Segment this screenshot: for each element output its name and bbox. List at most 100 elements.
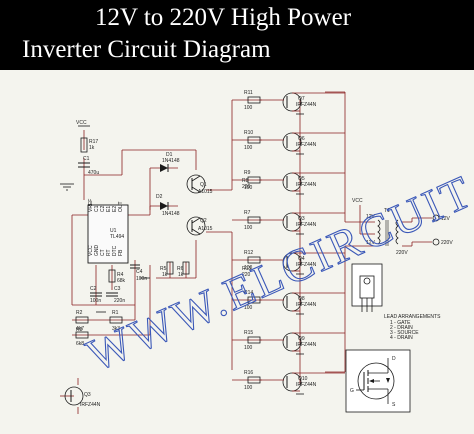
capacitor-c4: C4 100n — [130, 264, 147, 282]
ic-pin-label: VCC — [88, 245, 94, 256]
svg-text:1N4148: 1N4148 — [162, 158, 180, 164]
ic-pin-label: C2 — [100, 205, 106, 212]
svg-text:220V: 220V — [396, 250, 408, 256]
svg-text:3k3: 3k3 — [112, 326, 120, 332]
mosfet-label: Q8 — [298, 296, 305, 302]
svg-text:1k: 1k — [178, 272, 184, 278]
terminal-12v: 12V — [432, 214, 451, 222]
mosfet-part: IRFZ44N — [296, 342, 317, 348]
gate-resistor-label: R10 — [244, 130, 253, 136]
diode-d1: D1 1N4148 — [160, 152, 180, 172]
svg-text:1k: 1k — [162, 272, 168, 278]
gate-resistor-label: R14 — [244, 290, 253, 296]
svg-text:D1: D1 — [166, 152, 173, 158]
svg-text:220V: 220V — [441, 240, 453, 246]
transformer-t1: T1 12V 12V 220V — [366, 208, 408, 256]
mosfet-part: IRFZ44N — [296, 102, 317, 108]
ic-pin-label: VREF — [88, 199, 94, 212]
resistor-r8: R8 220 — [242, 178, 251, 190]
mosfet-q3-bottom: Q3 IRFZ44N — [64, 386, 101, 408]
transistor-q2: Q2 A1015 — [186, 216, 213, 236]
svg-text:TL494: TL494 — [110, 234, 124, 240]
ic-pin-label: DTC — [112, 245, 118, 256]
svg-text:68k: 68k — [117, 278, 126, 284]
gate-resistor-value: 100 — [244, 105, 253, 111]
title-line-2: Inverter Circuit Diagram — [22, 36, 271, 63]
svg-text:R6: R6 — [177, 266, 184, 272]
resistor-r2: R2 4k7 — [75, 310, 89, 332]
capacitor-c3: C3 220n — [106, 286, 125, 304]
mosfet-bank: R11100Q7IRFZ44NR10100Q6IRFZ44NR9100Q5IRF… — [232, 90, 345, 395]
gate-resistor-value: 100 — [244, 265, 253, 271]
mosfet-label: Q3 — [298, 216, 305, 222]
svg-text:100n: 100n — [90, 298, 101, 304]
svg-text:1 - GATE: 1 - GATE — [390, 320, 411, 326]
svg-text:A1015: A1015 — [198, 226, 213, 232]
mosfet-label: Q9 — [298, 336, 305, 342]
gate-resistor-value: 100 — [244, 145, 253, 151]
svg-text:T1: T1 — [384, 208, 390, 214]
resistor-r4: R4 68k — [108, 269, 126, 284]
gate-resistor-value: 100 — [244, 345, 253, 351]
svg-text:IRFZ44N: IRFZ44N — [80, 402, 101, 408]
capacitor-c2: C2 100n — [90, 286, 102, 304]
svg-text:R13: R13 — [242, 266, 251, 272]
svg-text:U1: U1 — [110, 228, 117, 234]
svg-text:4 - DRAIN: 4 - DRAIN — [390, 335, 413, 341]
ic-pin-label: E1 — [106, 206, 112, 212]
svg-text:3 - SOURCE: 3 - SOURCE — [390, 330, 419, 336]
svg-text:D2: D2 — [156, 194, 163, 200]
diode-d2: D2 1N4148 — [156, 194, 180, 217]
resistor-r3: R3 6k8 — [75, 327, 89, 347]
svg-text:A1015: A1015 — [198, 189, 213, 195]
gate-resistor-value: 100 — [244, 225, 253, 231]
svg-text:D: D — [392, 356, 396, 362]
mosfet-label: Q4 — [298, 256, 305, 262]
svg-text:12V: 12V — [366, 214, 376, 220]
vcc-input: VCC — [76, 120, 90, 127]
mosfet-part: IRFZ44N — [296, 262, 317, 268]
svg-text:R8: R8 — [242, 178, 249, 184]
mosfet-part: IRFZ44N — [296, 142, 317, 148]
gate-resistor-label: R16 — [244, 370, 253, 376]
ic-pin-label: OUT — [118, 201, 124, 212]
svg-text:12V: 12V — [441, 216, 451, 222]
svg-text:220: 220 — [242, 184, 251, 190]
lead-arrangement-legend: LEAD ARRANGEMENTS 1 - GATE 2 - DRAIN 3 -… — [384, 314, 441, 341]
wire-group — [60, 91, 432, 414]
svg-text:470u: 470u — [88, 170, 99, 176]
svg-text:Q1: Q1 — [200, 182, 207, 188]
svg-text:100n: 100n — [136, 276, 147, 282]
mosfet-part: IRFZ44N — [296, 222, 317, 228]
svg-text:1N4148: 1N4148 — [162, 211, 180, 217]
svg-text:VCC: VCC — [352, 198, 363, 204]
ground-symbols — [60, 183, 150, 313]
vcc-transformer: VCC — [352, 198, 363, 204]
watermark: WWW.ELCIRCUIT.COM — [79, 114, 474, 381]
ic-pin-label: FB — [118, 249, 124, 256]
ic-pin-label: E2 — [112, 206, 118, 212]
transistor-q1: Q1 A1015 — [186, 174, 213, 195]
mosfet-label: Q10 — [298, 376, 308, 382]
gate-resistor-label: R15 — [244, 330, 253, 336]
resistor-r13: R13 220 — [242, 266, 251, 278]
svg-text:1k: 1k — [89, 145, 95, 151]
gate-resistor-label: R7 — [244, 210, 251, 216]
resistor-r17: R17 1k — [80, 137, 98, 153]
terminal-220v: 220V — [432, 238, 453, 246]
resistor-r6: R6 1k — [177, 261, 190, 278]
svg-text:4k7: 4k7 — [76, 326, 84, 332]
gate-resistor-label: R11 — [244, 90, 253, 96]
svg-text:6k8: 6k8 — [76, 341, 84, 347]
svg-text:R2: R2 — [76, 310, 83, 316]
ic-pin-label: RT — [106, 249, 112, 256]
circuit-schematic: VCC R17 1k C1 470u U1 TL494 VREFC1C2E1E2… — [60, 90, 474, 414]
ic-pin-label: CT — [100, 249, 106, 256]
